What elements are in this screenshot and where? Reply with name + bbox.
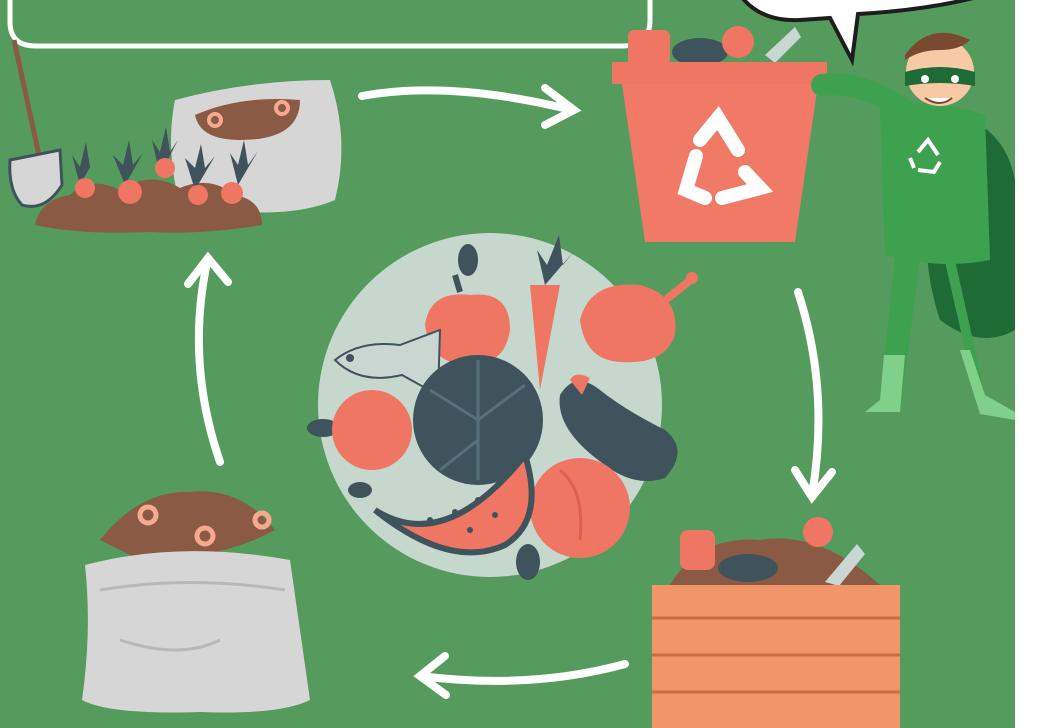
empty-caption-box [10,0,650,46]
bin-body [622,84,818,242]
right-margin [1015,0,1060,728]
recycling-bin-stage [612,26,827,242]
arrow-crate-to-sack [420,656,625,695]
roast-chicken [580,284,676,362]
apple [332,390,412,470]
garden-stage [10,40,342,233]
compost-crate-stage [652,517,900,728]
illustration-canvas [0,0,1015,728]
recycle-superhero [822,33,1015,420]
arrow-garden-to-bin [362,88,574,125]
compost-cycle-illustration [0,0,1015,728]
bin-rim [612,62,827,84]
shovel-icon [10,40,62,206]
compost-sack-stage [82,491,310,712]
arrow-bin-to-crate [795,292,832,497]
arrow-sack-to-garden [188,258,228,462]
mixed-food-waste [307,233,698,580]
compost-sack [82,551,310,712]
bin-overflow-food [628,26,801,66]
